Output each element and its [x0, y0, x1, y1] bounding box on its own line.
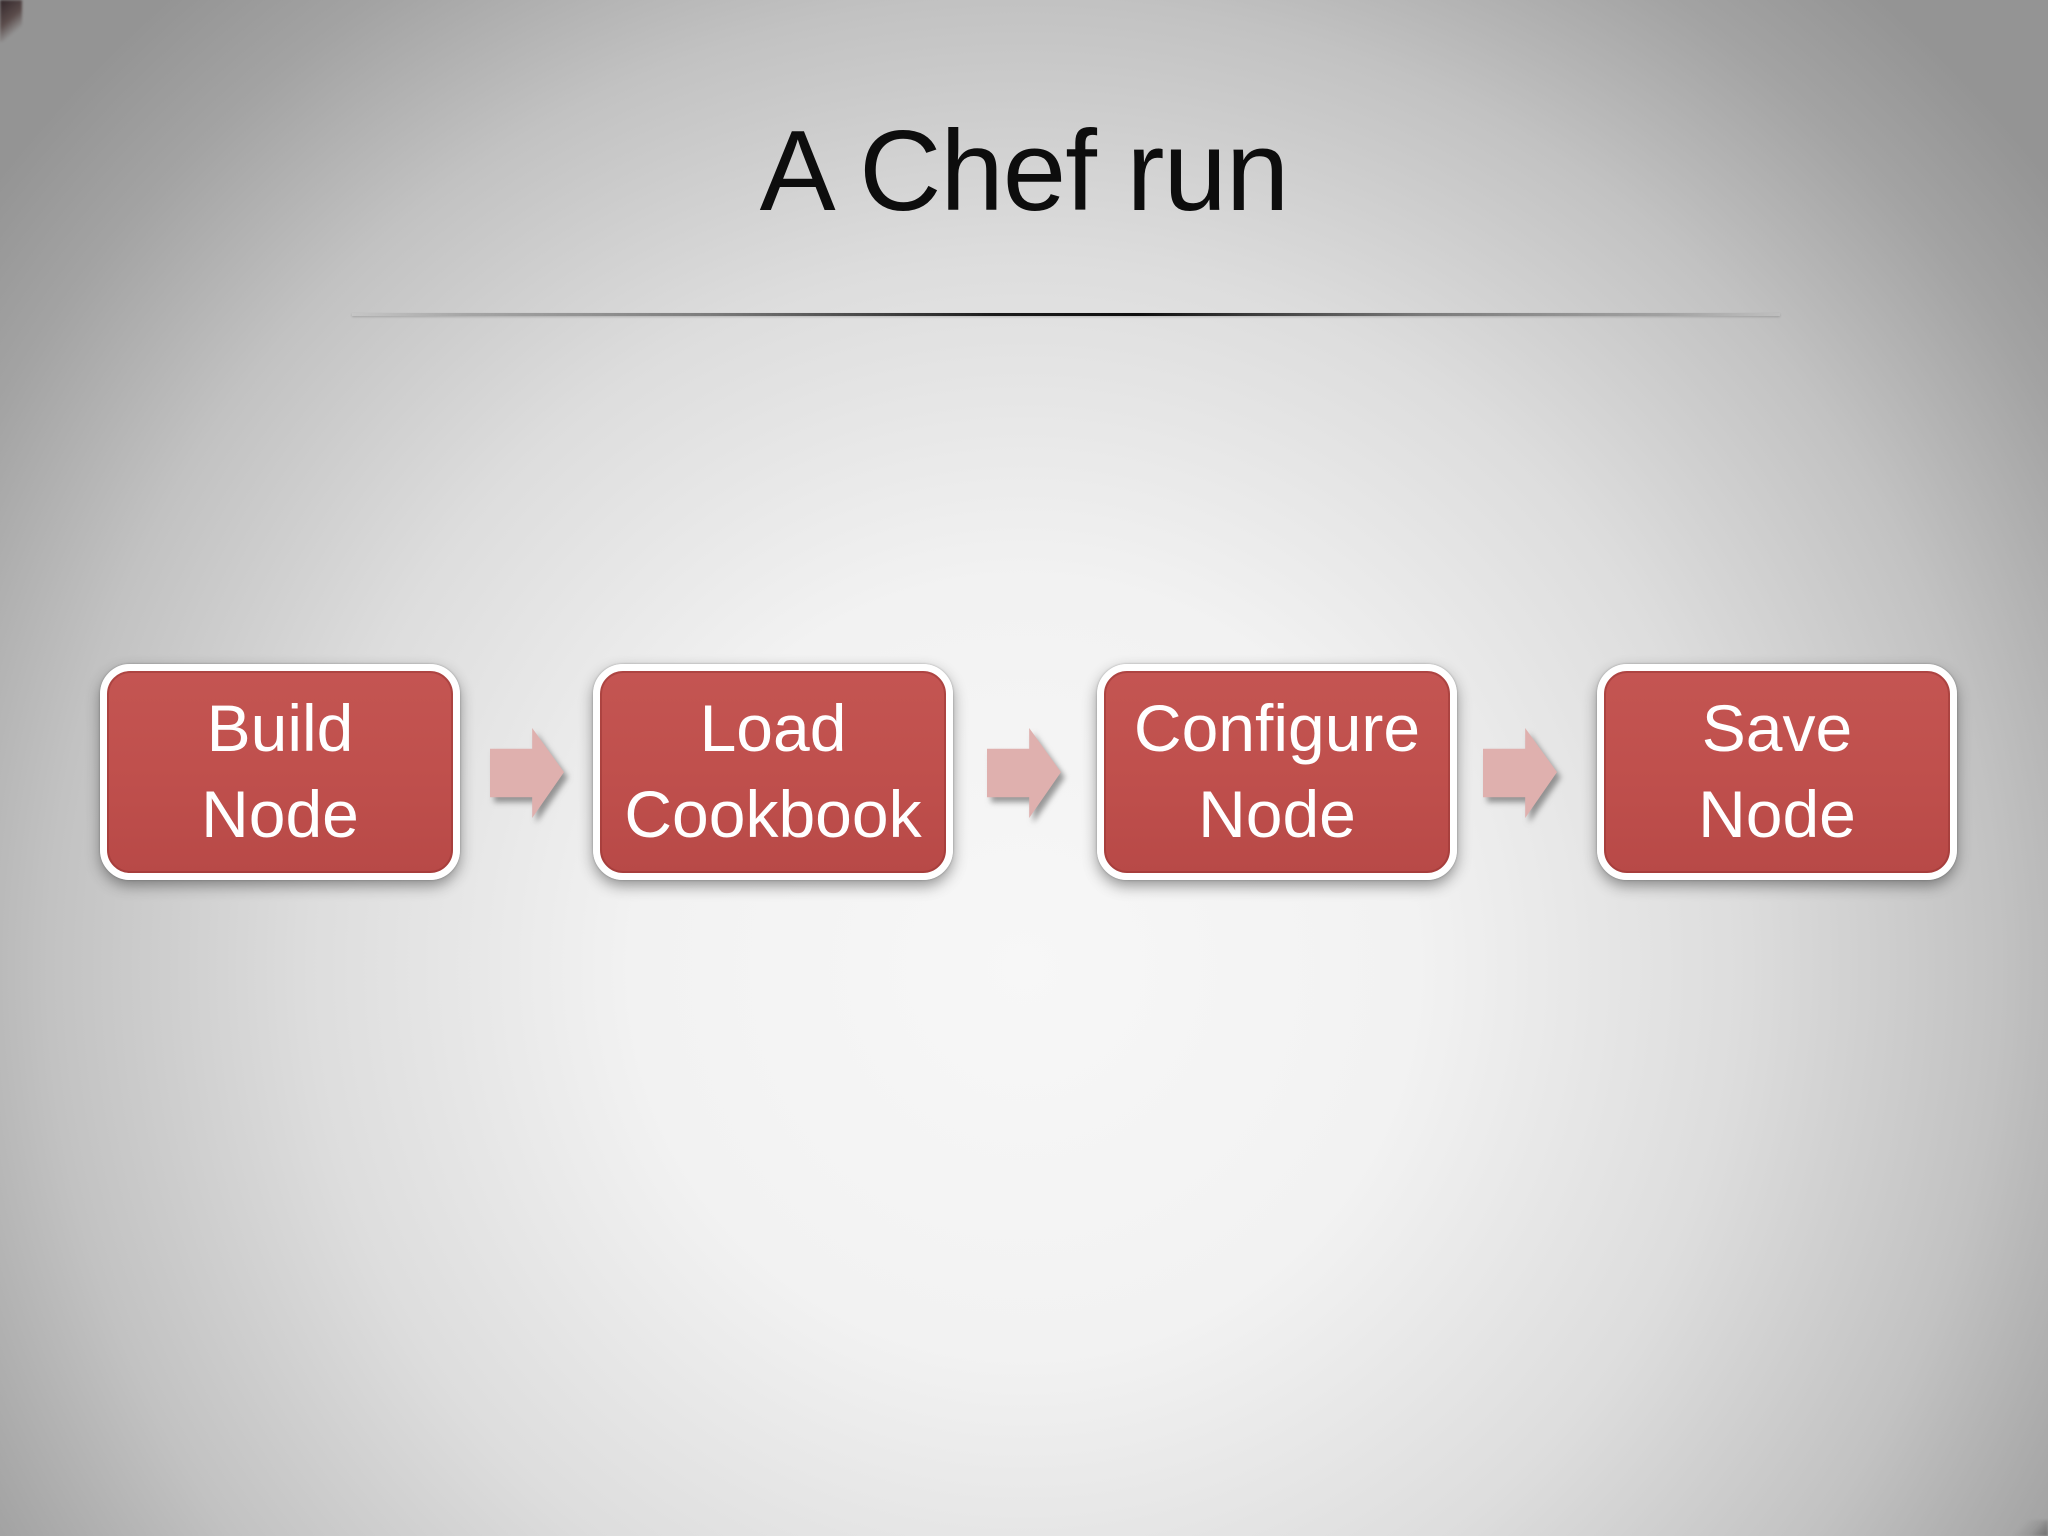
arrow-right-shape	[490, 728, 564, 818]
arrow-right-shape	[1483, 728, 1557, 818]
flow-step-save-node: Save Node	[1597, 664, 1957, 880]
arrow-right-icon	[490, 728, 564, 818]
flow-step-build-node: Build Node	[100, 664, 460, 880]
corner-artifact-top-left	[0, 0, 22, 42]
step-label: Configure Node	[1133, 691, 1421, 851]
corner-artifact-bottom-right	[2014, 1520, 2048, 1536]
step-label: Load Cookbook	[624, 691, 922, 851]
flow-step-load-cookbook: Load Cookbook	[593, 664, 953, 880]
arrow-right-shape	[987, 728, 1061, 818]
flow-step-configure-node: Configure Node	[1097, 664, 1457, 880]
arrow-right-icon	[1483, 728, 1557, 818]
step-label: Build Node	[201, 691, 359, 851]
step-label: Save Node	[1698, 691, 1856, 851]
slide-title: A Chef run	[759, 108, 1290, 235]
arrow-right-icon	[987, 728, 1061, 818]
title-divider-line	[352, 313, 1780, 316]
